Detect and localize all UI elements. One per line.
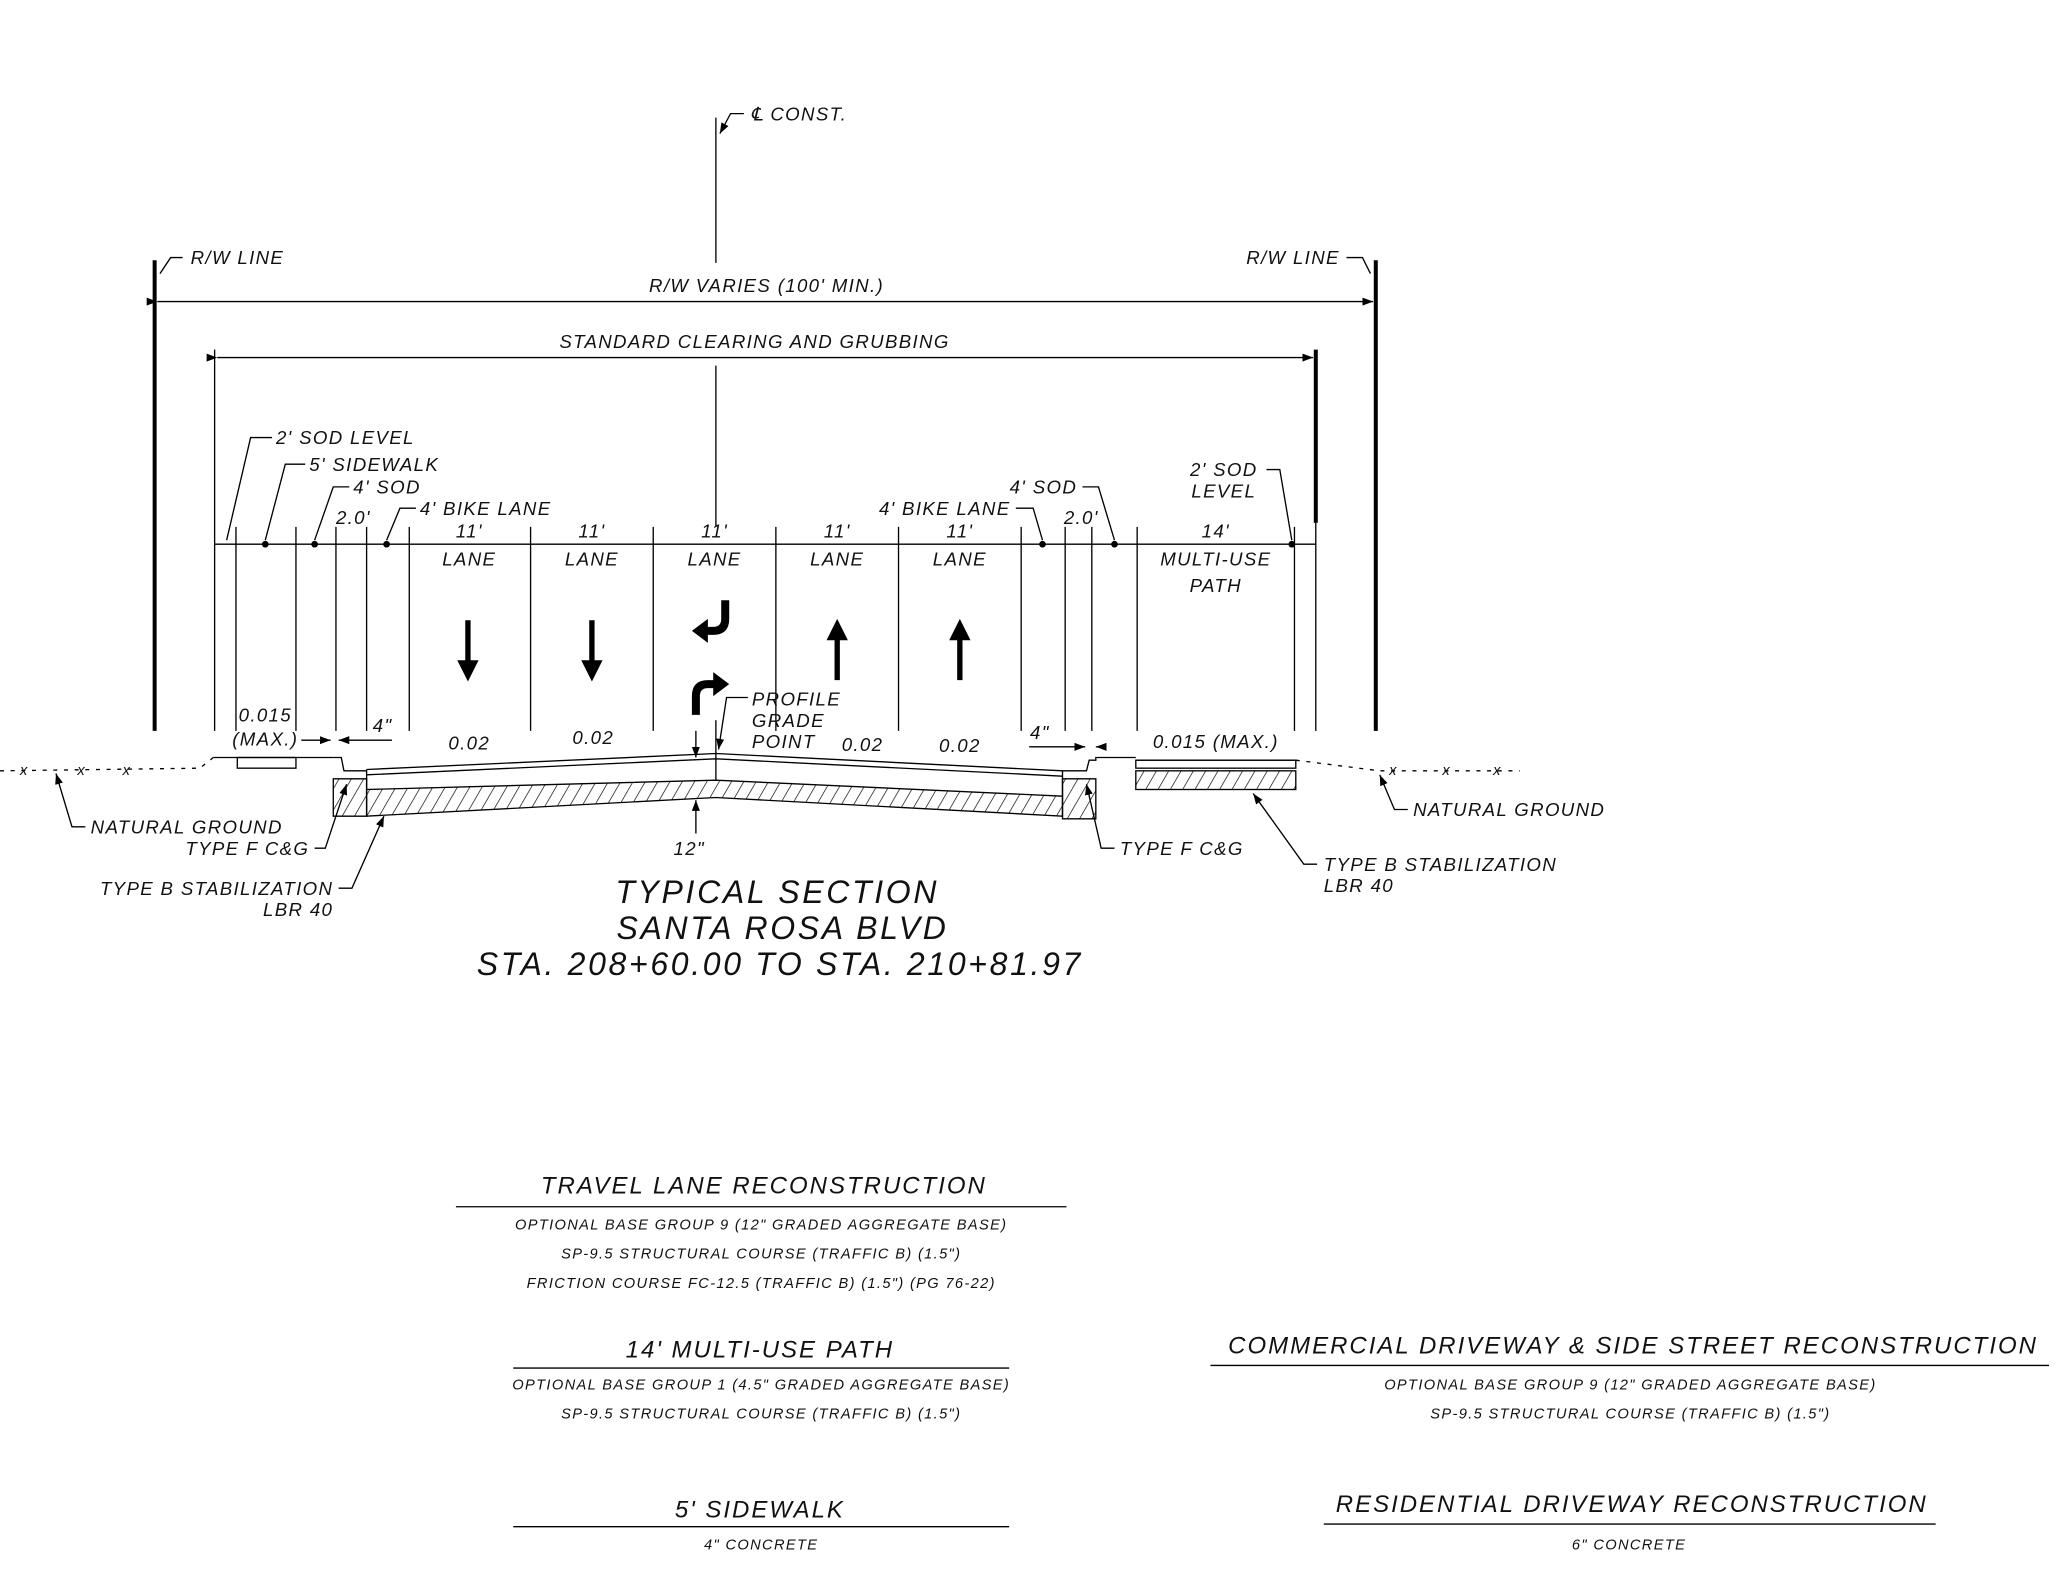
- right-offset-label: 2.0': [1063, 507, 1099, 528]
- right-stabilization-label-1: TYPE B STABILIZATION: [1324, 854, 1557, 875]
- arrow-up-icon: [826, 618, 848, 681]
- centerline: ℄ CONST.: [715, 103, 848, 527]
- right-sod-label: 4' SOD: [1010, 477, 1078, 498]
- lane-width: 11': [578, 521, 605, 542]
- lane-arrows: [457, 600, 971, 715]
- left-offset-label: 2.0': [335, 507, 371, 528]
- svg-text:x: x: [1492, 763, 1502, 779]
- right-natural-ground-label: NATURAL GROUND: [1413, 799, 1605, 820]
- note-line: OPTIONAL BASE GROUP 9 (12" GRADED AGGREG…: [515, 1217, 1007, 1233]
- left-sod-level-label: 2' SOD LEVEL: [275, 427, 415, 448]
- note-sidewalk: 5' SIDEWALK 4" CONCRETE: [513, 1496, 1010, 1553]
- right-slope-label: 0.015 (MAX.): [1153, 731, 1279, 752]
- centerline-label: ℄ CONST.: [751, 103, 848, 124]
- left-stabilization-label-2: LBR 40: [263, 899, 333, 920]
- note-line: 6" CONCRETE: [1572, 1537, 1686, 1553]
- lane-width: 11': [701, 521, 728, 542]
- rw-line-right-label: R/W LINE: [1246, 247, 1340, 268]
- slope-label: 0.02: [572, 727, 614, 748]
- left-stabilization-label-1: TYPE B STABILIZATION: [100, 878, 333, 899]
- arrow-down-icon: [581, 620, 603, 682]
- lane-5: 11' LANE: [933, 521, 987, 570]
- note-line: SP-9.5 STRUCTURAL COURSE (TRAFFIC B) (1.…: [1430, 1407, 1830, 1423]
- right-turn-arrow-icon: [691, 672, 730, 715]
- stabilization: [365, 779, 1064, 817]
- svg-text:x: x: [122, 763, 132, 779]
- pgp-label-1: PROFILE: [752, 689, 841, 710]
- left-natural-ground-label: NATURAL GROUND: [91, 816, 283, 837]
- base-depth-label: 12": [674, 838, 705, 859]
- right-curb-offset-label: 4": [1030, 722, 1050, 743]
- slope-label: 0.02: [939, 735, 981, 756]
- title-line-3: STA. 208+60.00 TO STA. 210+81.97: [477, 946, 1083, 982]
- note-heading: TRAVEL LANE RECONSTRUCTION: [541, 1172, 987, 1199]
- lane-width: 11': [456, 521, 483, 542]
- note-line: SP-9.5 STRUCTURAL COURSE (TRAFFIC B) (1.…: [561, 1407, 961, 1423]
- note-line: 4" CONCRETE: [704, 1537, 818, 1553]
- right-curb-label: TYPE F C&G: [1120, 838, 1244, 859]
- left-bike-lane-label: 4' BIKE LANE: [420, 498, 552, 519]
- left-curb-label: TYPE F C&G: [185, 838, 309, 859]
- lane-width: 11': [824, 521, 851, 542]
- left-curb-offset-label: 4": [373, 715, 393, 736]
- right-stabilization-label-2: LBR 40: [1324, 875, 1394, 896]
- note-line: FRICTION COURSE FC-12.5 (TRAFFIC B) (1.5…: [527, 1276, 996, 1292]
- note-line: OPTIONAL BASE GROUP 1 (4.5" GRADED AGGRE…: [512, 1377, 1010, 1393]
- right-sod-level-label-2: LEVEL: [1191, 481, 1256, 502]
- note-heading: RESIDENTIAL DRIVEWAY RECONSTRUCTION: [1336, 1491, 1928, 1518]
- right-of-way: R/W LINE R/W LINE R/W VARIES (100' MIN.): [146, 247, 1378, 731]
- right-sod-level-label-1: 2' SOD: [1189, 459, 1258, 480]
- title-line-1: TYPICAL SECTION: [615, 874, 939, 910]
- note-line: SP-9.5 STRUCTURAL COURSE (TRAFFIC B) (1.…: [561, 1247, 961, 1263]
- slope-label: 0.02: [448, 733, 490, 754]
- element-dimensions: 2' SOD LEVEL 5' SIDEWALK 4' SOD 2.0' 4' …: [214, 427, 1316, 731]
- right-curb: [1061, 778, 1097, 820]
- lane-label: LANE: [933, 549, 987, 570]
- note-travel-lane: TRAVEL LANE RECONSTRUCTION OPTIONAL BASE…: [455, 1172, 1067, 1292]
- left-turn-arrow-icon: [691, 600, 730, 643]
- left-slope-label-2: (MAX.): [232, 729, 298, 750]
- lane-label: LANE: [442, 549, 496, 570]
- path-width-label: 14': [1202, 521, 1230, 542]
- svg-text:x: x: [1441, 763, 1451, 779]
- lane-1: 11' LANE: [442, 521, 496, 570]
- left-sod-label: 4' SOD: [353, 477, 421, 498]
- lane-4: 11' LANE: [810, 521, 864, 570]
- path-label-1: MULTI-USE: [1160, 549, 1271, 570]
- svg-text:x: x: [1388, 763, 1398, 779]
- lane-label: LANE: [565, 549, 619, 570]
- path-stabilization: [1135, 770, 1297, 791]
- note-residential-driveway: RESIDENTIAL DRIVEWAY RECONSTRUCTION 6" C…: [1323, 1491, 1936, 1553]
- left-sidewalk-label: 5' SIDEWALK: [309, 454, 439, 475]
- lane-width: 11': [946, 521, 973, 542]
- pgp-label-3: POINT: [752, 731, 816, 752]
- slope-label: 0.02: [842, 734, 884, 755]
- note-heading: COMMERCIAL DRIVEWAY & SIDE STREET RECONS…: [1228, 1332, 2038, 1359]
- note-commercial-driveway: COMMERCIAL DRIVEWAY & SIDE STREET RECONS…: [1210, 1332, 2050, 1423]
- rw-line-left-label: R/W LINE: [191, 247, 285, 268]
- note-multi-use-path: 14' MULTI-USE PATH OPTIONAL BASE GROUP 1…: [512, 1336, 1010, 1423]
- left-slope-label-1: 0.015: [239, 705, 292, 726]
- path-label-2: PATH: [1190, 575, 1242, 596]
- clearing-dimension: STANDARD CLEARING AND GRUBBING: [206, 331, 1318, 731]
- rw-width-label: R/W VARIES (100' MIN.): [649, 275, 884, 296]
- lane-3: 11' LANE: [688, 521, 742, 570]
- right-bike-lane-label: 4' BIKE LANE: [879, 498, 1011, 519]
- arrow-up-icon: [949, 618, 971, 681]
- section-title: TYPICAL SECTION SANTA ROSA BLVD STA. 208…: [477, 874, 1083, 982]
- note-line: OPTIONAL BASE GROUP 9 (12" GRADED AGGREG…: [1384, 1377, 1876, 1393]
- svg-text:x: x: [76, 763, 86, 779]
- roadway-section: x x x x x x 0.015 (MAX.) 4" 0.02 0.02 0.02 0…: [0, 689, 1605, 920]
- lane-label: LANE: [810, 549, 864, 570]
- arrow-down-icon: [457, 620, 479, 682]
- lane-label: LANE: [688, 549, 742, 570]
- note-heading: 14' MULTI-USE PATH: [626, 1336, 894, 1363]
- title-line-2: SANTA ROSA BLVD: [616, 910, 948, 946]
- clearing-label: STANDARD CLEARING AND GRUBBING: [559, 331, 949, 352]
- pgp-label-2: GRADE: [752, 710, 825, 731]
- svg-text:x: x: [19, 763, 29, 779]
- lane-2: 11' LANE: [565, 521, 619, 570]
- note-heading: 5' SIDEWALK: [675, 1496, 845, 1523]
